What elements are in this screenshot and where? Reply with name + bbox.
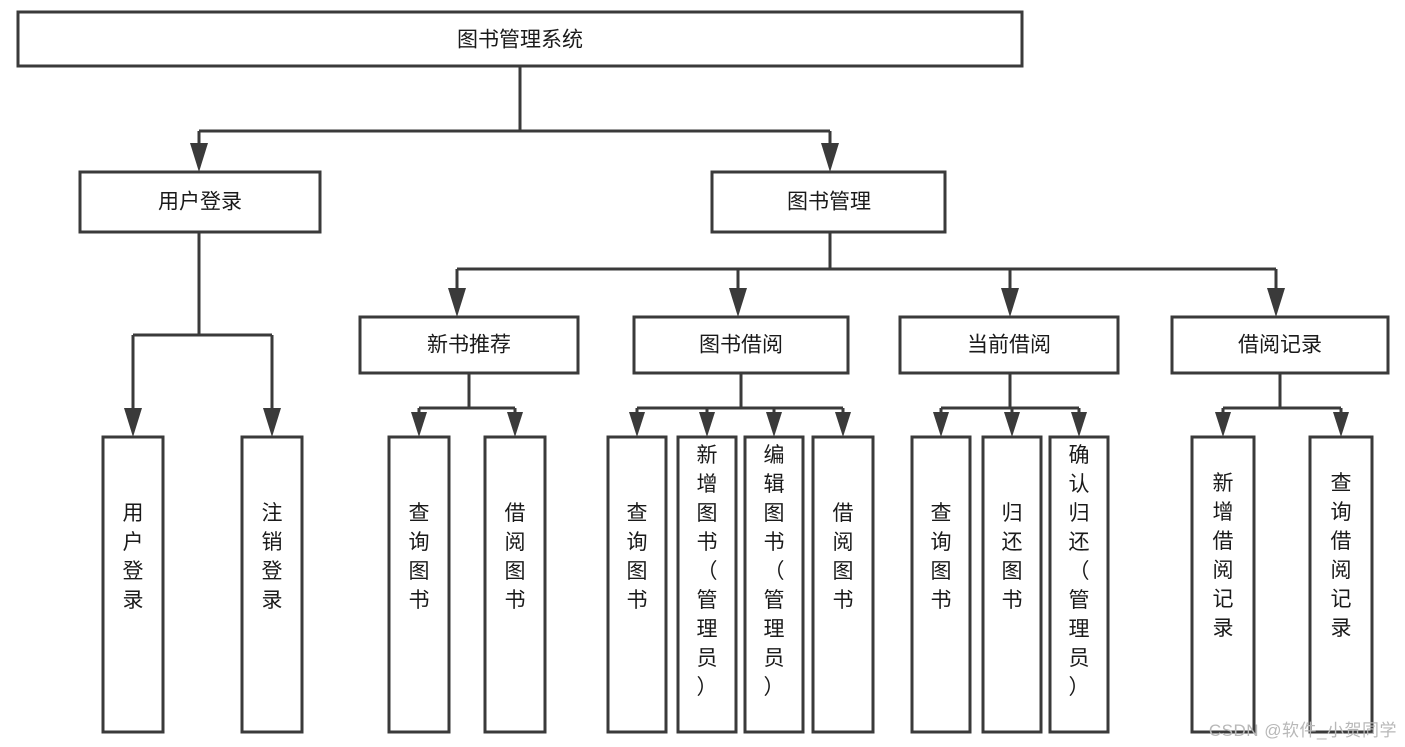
node-current-borrow[interactable]: 当前借阅 [898,315,1120,375]
csdn-watermark: CSDN @软件_小贺同学 [1208,721,1397,740]
leaf-edit-book-box[interactable] [743,435,805,734]
arrow-root-to-book-manage [821,143,839,172]
leaf-query-book-3-box[interactable] [910,435,972,734]
leaf-query-book-1[interactable]: 查询图书 [387,435,451,734]
leaf-add-borrow-record[interactable]: 新增借阅记录 [1190,435,1256,734]
leaf-borrow-book-2-label: 借阅图书 [833,502,854,612]
node-new-book-recommend-box[interactable] [358,315,580,375]
leaf-logout-label: 注销登录 [262,502,283,612]
node-user-login-box[interactable] [78,170,322,234]
arrow-book-borrow-leaf-1 [629,412,645,437]
leaf-borrow-book-1[interactable]: 借阅图书 [483,435,547,734]
leaf-user-login-box[interactable] [101,435,165,734]
leaf-add-book[interactable]: 新增图书（管理员） [676,435,738,734]
leaf-query-borrow-record-label: 查询借阅记录 [1331,472,1352,640]
leaf-return-book[interactable]: 归还图书 [981,435,1043,734]
node-root-box[interactable] [16,10,1024,68]
leaf-return-book-label: 归还图书 [1002,502,1023,612]
leaf-logout-box[interactable] [240,435,304,734]
arrow-book-manage-to-borrow-record [1267,288,1285,317]
node-book-borrow-box[interactable] [632,315,850,375]
arrow-new-book-leaf-2 [507,412,523,437]
node-layer: 图书管理系统 用户登录 图书管理 新书推荐 图书借阅 [16,10,1390,734]
arrow-current-borrow-leaf-2 [1004,412,1020,437]
leaf-add-book-label: 新增图书（管理员） [697,444,718,699]
leaf-user-login[interactable]: 用户登录 [101,435,165,734]
node-current-borrow-box[interactable] [898,315,1120,375]
arrow-new-book-leaf-1 [411,412,427,437]
leaf-query-book-3-label: 查询图书 [931,502,952,612]
leaf-query-book-3[interactable]: 查询图书 [910,435,972,734]
arrow-book-manage-to-book-borrow [729,288,747,317]
leaf-query-book-1-box[interactable] [387,435,451,734]
node-user-login[interactable]: 用户登录 [78,170,322,234]
leaf-borrow-book-2-box[interactable] [811,435,875,734]
node-root[interactable]: 图书管理系统 [16,10,1024,68]
leaf-add-book-box[interactable] [676,435,738,734]
connector-layer [124,66,1349,437]
node-book-manage[interactable]: 图书管理 [710,170,947,234]
leaf-query-borrow-record[interactable]: 查询借阅记录 [1308,435,1374,734]
leaf-query-book-2[interactable]: 查询图书 [606,435,668,734]
node-current-borrow-label: 当前借阅 [967,334,1051,357]
leaf-query-book-2-label: 查询图书 [627,502,648,612]
leaf-query-borrow-record-box[interactable] [1308,435,1374,734]
leaf-logout[interactable]: 注销登录 [240,435,304,734]
leaf-edit-book[interactable]: 编辑图书（管理员） [743,435,805,734]
node-root-label: 图书管理系统 [457,29,583,52]
arrow-user-login-leaf-1 [124,408,142,437]
leaf-return-book-box[interactable] [981,435,1043,734]
leaf-borrow-book-1-label: 借阅图书 [505,502,526,612]
leaf-confirm-return-box[interactable] [1048,435,1110,734]
arrow-book-borrow-leaf-4 [835,412,851,437]
node-borrow-record-label: 借阅记录 [1238,334,1322,357]
node-new-book-recommend[interactable]: 新书推荐 [358,315,580,375]
leaf-user-login-label: 用户登录 [123,502,144,612]
node-book-borrow[interactable]: 图书借阅 [632,315,850,375]
leaf-add-borrow-record-label: 新增借阅记录 [1213,472,1234,640]
node-borrow-record[interactable]: 借阅记录 [1170,315,1390,375]
node-new-book-recommend-label: 新书推荐 [427,334,511,357]
leaf-edit-book-label: 编辑图书（管理员） [764,444,785,699]
leaf-query-book-2-box[interactable] [606,435,668,734]
arrow-current-borrow-leaf-1 [933,412,949,437]
node-book-borrow-label: 图书借阅 [699,334,783,357]
arrow-user-login-leaf-2 [263,408,281,437]
leaf-confirm-return-label: 确认归还（管理员） [1069,444,1090,699]
node-book-manage-box[interactable] [710,170,947,234]
node-book-manage-label: 图书管理 [787,191,871,214]
leaf-borrow-book-1-box[interactable] [483,435,547,734]
arrow-borrow-record-leaf-1 [1215,412,1231,437]
node-user-login-label: 用户登录 [158,191,242,214]
leaf-add-borrow-record-box[interactable] [1190,435,1256,734]
arrow-book-borrow-leaf-2 [699,412,715,437]
arrow-borrow-record-leaf-2 [1333,412,1349,437]
leaf-query-book-1-label: 查询图书 [409,502,430,612]
leaf-confirm-return[interactable]: 确认归还（管理员） [1048,435,1110,734]
arrow-book-manage-to-new-book [448,288,466,317]
arrow-book-manage-to-current-borrow [1001,288,1019,317]
arrow-current-borrow-leaf-3 [1071,412,1087,437]
arrow-book-borrow-leaf-3 [766,412,782,437]
leaf-borrow-book-2[interactable]: 借阅图书 [811,435,875,734]
arrow-root-to-user-login [190,143,208,172]
node-borrow-record-box[interactable] [1170,315,1390,375]
